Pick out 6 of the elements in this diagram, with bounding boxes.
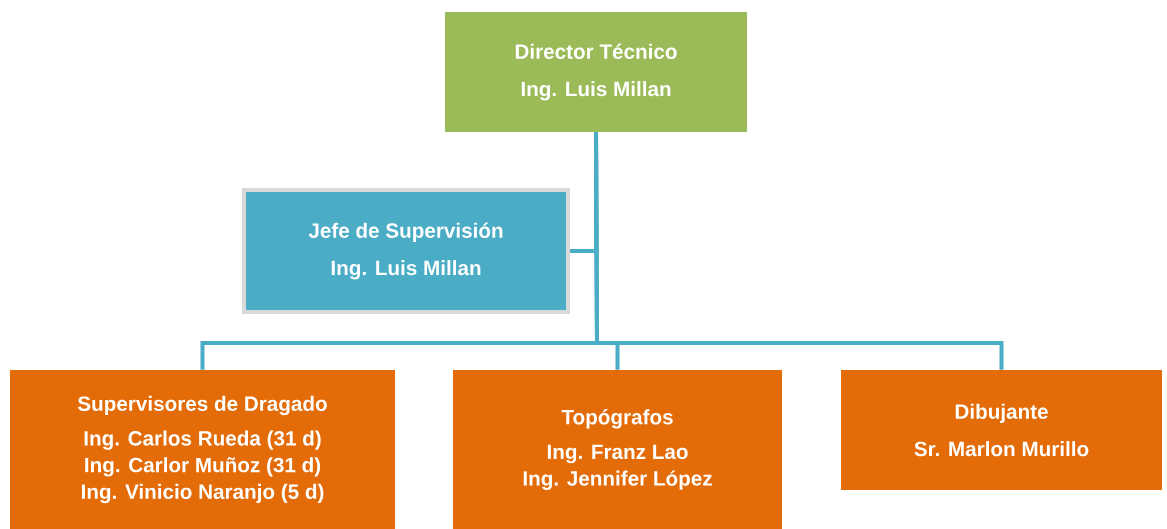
connector-line — [594, 132, 1004, 370]
title-box: Director Técnico Ing. Luis Millan — [445, 12, 747, 132]
team-box: Dibujante Sr. Marlon Murillo — [841, 370, 1162, 490]
role-box: Jefe de Supervisión Ing. Luis Millan — [242, 188, 570, 314]
team-box: Supervisores de Dragado Ing. Carlos Rueda (31 d) Ing. Carlor Muñoz (31 d) Ing. Vinicio Naranjo (5 d) — [10, 370, 395, 529]
team-box: Topógrafos Ing. Franz Lao Ing. Jennifer López — [453, 370, 782, 529]
